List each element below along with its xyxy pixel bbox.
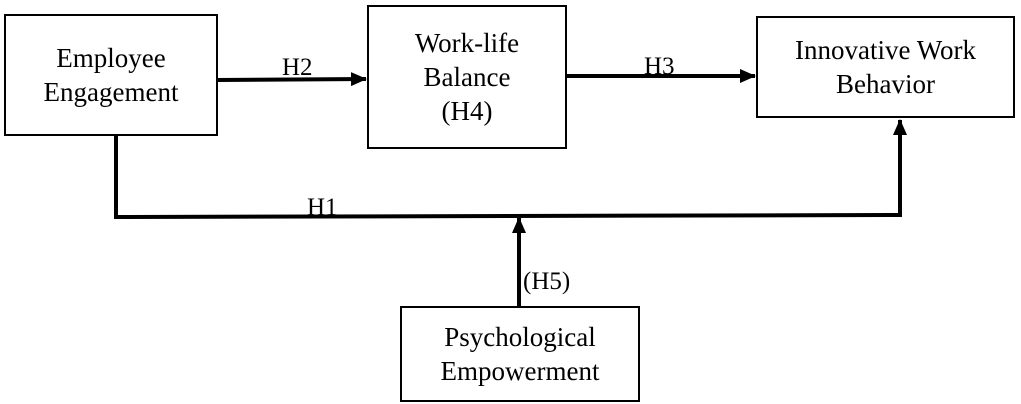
node-label: Psychological Empowerment	[440, 322, 600, 386]
edge-label-h3: H3	[644, 53, 675, 80]
node-employee-engagement: Employee Engagement	[4, 14, 218, 136]
arrow-h2	[217, 72, 367, 87]
arrow-h1	[114, 119, 907, 220]
node-work-life-balance: Work-life Balance (H4)	[367, 5, 567, 149]
node-psychological-empowerment: Psychological Empowerment	[400, 306, 640, 402]
node-label: Work-life Balance (H4)	[414, 28, 520, 126]
node-label: Employee Engagement	[43, 43, 179, 107]
node-innovative-work-behavior: Innovative Work Behavior	[756, 16, 1015, 118]
edge-label-h2: H2	[282, 54, 313, 81]
edge-label-h1: H1	[307, 194, 338, 221]
edge-label-h5: (H5)	[523, 268, 571, 295]
node-label: Innovative Work Behavior	[794, 35, 977, 99]
